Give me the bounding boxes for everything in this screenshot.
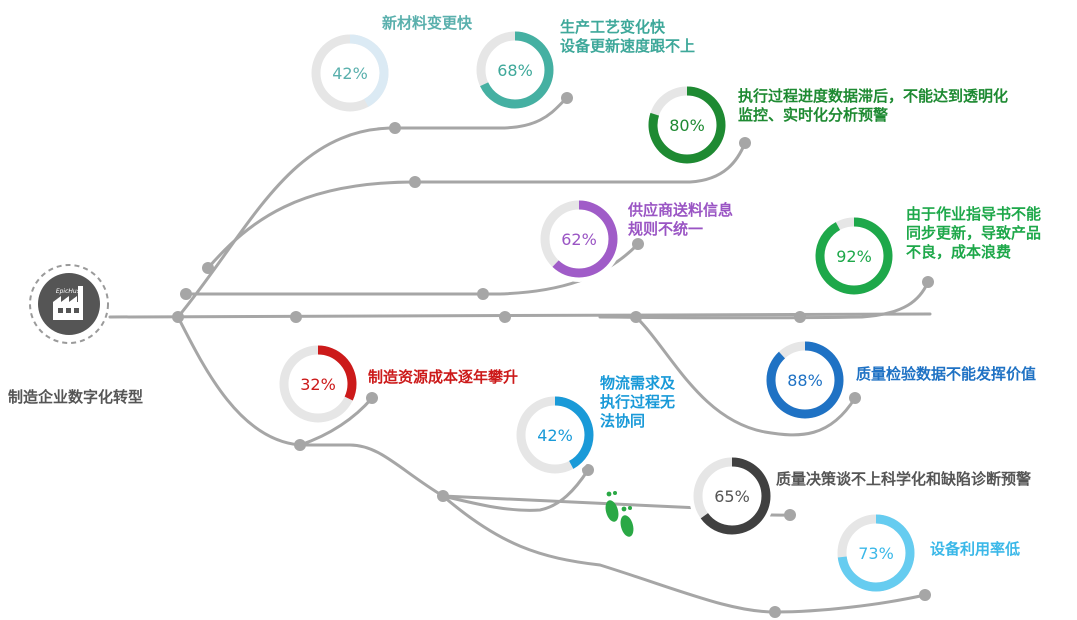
ring-inspection-data: 88% — [762, 337, 848, 423]
label-resource-cost: 制造资源成本逐年攀升 — [368, 368, 518, 387]
label-line: 设备利用率低 — [930, 540, 1021, 558]
footprints-icon — [605, 491, 634, 537]
label-line: 设备更新速度跟不上 — [560, 37, 696, 55]
label-line: 规则不统一 — [628, 220, 704, 238]
ring-arc — [693, 457, 771, 535]
percent-value: 73% — [858, 544, 894, 563]
ring-arc — [815, 217, 893, 295]
node — [739, 137, 751, 149]
node — [582, 464, 594, 476]
percent-value: 92% — [836, 247, 872, 266]
label-supplier-info: 供应商送料信息规则不统一 — [628, 201, 733, 239]
percent-value: 88% — [787, 371, 823, 390]
ring-arc — [516, 396, 594, 474]
label-inspection-data: 质量检验数据不能发挥价值 — [856, 365, 1036, 384]
ring-equipment-util: 73% — [833, 510, 919, 596]
percent-value: 42% — [537, 426, 573, 445]
junction-nodes — [172, 92, 934, 618]
node — [366, 392, 378, 404]
diagram-title: 制造企业数字化转型 — [8, 388, 144, 406]
ring-arc — [476, 31, 554, 109]
label-line: 执行过程进度数据滞后，不能达到透明化 — [738, 87, 1009, 105]
node — [294, 439, 306, 451]
ring-resource-cost: 32% — [275, 341, 361, 427]
label-logistics: 物流需求及执行过程无法协同 — [600, 374, 675, 431]
label-line: 同步更新，导致产品 — [906, 224, 1042, 242]
percent-value: 68% — [497, 61, 533, 80]
branch-new-material — [176, 96, 569, 319]
label-line: 监控、实时化分析预警 — [738, 106, 889, 124]
node — [290, 311, 302, 323]
label-line: 制造资源成本逐年攀升 — [368, 368, 519, 386]
dashed-ring — [29, 264, 109, 344]
label-equipment-util: 设备利用率低 — [930, 540, 1020, 559]
ring-quality-decision: 65% — [689, 453, 775, 539]
percent-value: 42% — [332, 64, 368, 83]
node — [849, 392, 861, 404]
branch-equipment — [441, 494, 927, 614]
ring-arc — [311, 34, 389, 112]
node — [180, 288, 192, 300]
label-line: 供应商送料信息 — [628, 201, 734, 219]
node — [477, 288, 489, 300]
percent-value: 65% — [714, 487, 750, 506]
node — [769, 606, 781, 618]
label-line: 质量检验数据不能发挥价值 — [856, 365, 1037, 383]
label-line: 生产工艺变化快 — [560, 18, 666, 36]
factory-icon — [53, 286, 83, 320]
ring-process-change: 68% — [472, 27, 558, 113]
node — [922, 276, 934, 288]
node — [630, 311, 642, 323]
label-process-change: 生产工艺变化快设备更新速度跟不上 — [560, 18, 695, 56]
label-execution-lag: 执行过程进度数据滞后，不能达到透明化监控、实时化分析预警 — [738, 87, 1008, 125]
ring-execution-lag: 80% — [644, 82, 730, 168]
ring-arc — [648, 86, 726, 164]
node — [784, 509, 796, 521]
node — [202, 262, 214, 274]
label-line: 质量决策谈不上科学化和缺陷诊断预警 — [776, 470, 1032, 488]
node — [499, 311, 511, 323]
ring-arc — [540, 200, 618, 278]
ring-logistics: 42% — [512, 392, 598, 478]
label-new-material: 新材料变更快 — [382, 14, 472, 33]
label-line: 执行过程无 — [600, 393, 676, 411]
factory-badge: EpicHust — [27, 262, 111, 346]
percent-value: 32% — [300, 375, 336, 394]
branch-supplier — [184, 242, 640, 296]
label-line: 物流需求及 — [600, 374, 676, 392]
label-line: 法协同 — [600, 412, 646, 430]
label-line: 不良，成本浪费 — [906, 243, 1012, 261]
label-line: 由于作业指导书不能 — [906, 205, 1042, 223]
branch-execution — [206, 141, 747, 270]
ring-new-material: 42% — [307, 30, 393, 116]
ring-instructions: 92% — [811, 213, 897, 299]
percent-value: 80% — [669, 116, 705, 135]
branch-inspection — [634, 315, 857, 437]
node — [437, 490, 449, 502]
trunk-line — [108, 312, 932, 319]
ring-arc — [837, 514, 915, 592]
ring-arc — [766, 341, 844, 419]
label-line: 新材料变更快 — [382, 14, 473, 32]
branch-resource — [298, 396, 374, 447]
node — [632, 238, 644, 250]
branch-logistics — [441, 468, 590, 512]
node — [409, 176, 421, 188]
branch-instructions — [598, 280, 930, 320]
percent-value: 62% — [561, 230, 597, 249]
ring-arc — [279, 345, 357, 423]
label-instructions: 由于作业指导书不能同步更新，导致产品不良，成本浪费 — [906, 205, 1041, 262]
percent-rings: 42% 68% 80% 62% 92% 88% 32% 42% 65% 73% — [275, 27, 919, 596]
ring-supplier-info: 62% — [536, 196, 622, 282]
node — [561, 92, 573, 104]
label-quality-decision: 质量决策谈不上科学化和缺陷诊断预警 — [776, 470, 1031, 489]
node — [919, 589, 931, 601]
node — [389, 122, 401, 134]
node — [172, 311, 184, 323]
node — [794, 311, 806, 323]
logo-text: EpicHust — [56, 288, 83, 295]
